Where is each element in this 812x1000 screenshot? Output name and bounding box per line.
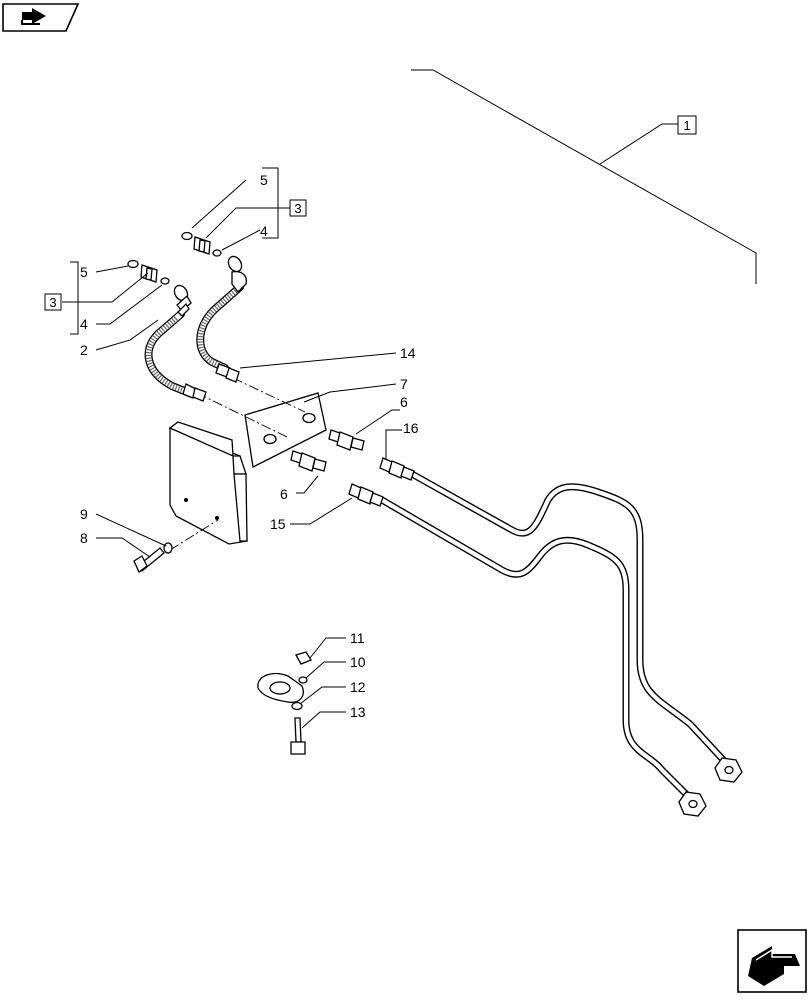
callout-9: 9 bbox=[80, 506, 88, 522]
back-arrow-icon[interactable] bbox=[2, 3, 80, 32]
union-6-upper bbox=[328, 429, 365, 451]
callout-box-3-upper: 3 bbox=[289, 199, 307, 217]
callout-3-upper-label: 3 bbox=[294, 201, 301, 216]
callout-15: 15 bbox=[270, 516, 286, 532]
pipe-15 bbox=[348, 483, 707, 817]
callout-8: 8 bbox=[80, 530, 88, 546]
hose-14 bbox=[196, 255, 248, 383]
callout-10: 10 bbox=[350, 654, 366, 670]
callout-13: 13 bbox=[350, 704, 366, 720]
centre-lines bbox=[169, 377, 306, 551]
bolt-8 bbox=[133, 542, 173, 574]
callout-16: 16 bbox=[403, 420, 419, 436]
callout-1-label: 1 bbox=[683, 118, 690, 133]
leader-lines bbox=[62, 167, 402, 729]
callout-box-1: 1 bbox=[677, 115, 697, 135]
callout-5-upper: 5 bbox=[260, 172, 268, 188]
pipe-16 bbox=[379, 457, 743, 783]
adapter-set-lower bbox=[127, 259, 170, 285]
callout-11: 11 bbox=[350, 630, 365, 646]
hose-2 bbox=[144, 284, 207, 402]
assembly-leader-1 bbox=[411, 69, 757, 284]
callout-6-upper: 6 bbox=[400, 394, 408, 410]
callout-12: 12 bbox=[350, 679, 366, 695]
adapter-set-upper bbox=[181, 231, 222, 257]
callout-7: 7 bbox=[400, 376, 408, 392]
callout-4-upper: 4 bbox=[260, 223, 268, 239]
callout-5-lower: 5 bbox=[80, 264, 88, 280]
next-page-arrow-icon[interactable] bbox=[737, 929, 807, 993]
callout-3-lower-label: 3 bbox=[49, 295, 56, 310]
union-6-lower bbox=[290, 450, 327, 472]
mounting-bracket bbox=[168, 392, 327, 545]
callout-14: 14 bbox=[400, 345, 416, 361]
callout-box-3-lower: 3 bbox=[44, 293, 62, 311]
callout-4-lower: 4 bbox=[80, 316, 88, 332]
clamp-set bbox=[257, 651, 312, 755]
callout-6-lower: 6 bbox=[280, 486, 288, 502]
callout-2: 2 bbox=[80, 342, 88, 358]
